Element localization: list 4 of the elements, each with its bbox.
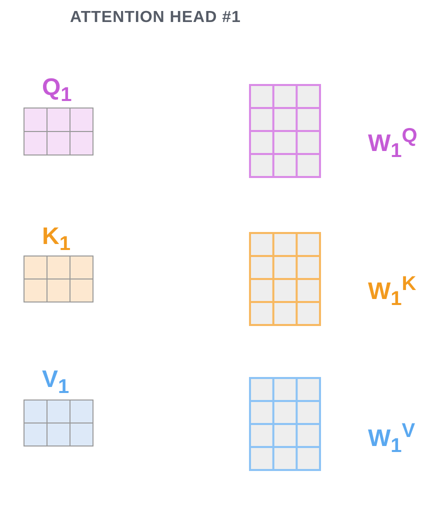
matrix-label: Q$_{1}$ xyxy=(42,76,72,105)
matrix-label: K$_{1}$ xyxy=(42,225,70,254)
title: ATTENTION HEAD #1 xyxy=(70,9,241,27)
matrix-label: V$_{1}$ xyxy=(42,368,70,397)
